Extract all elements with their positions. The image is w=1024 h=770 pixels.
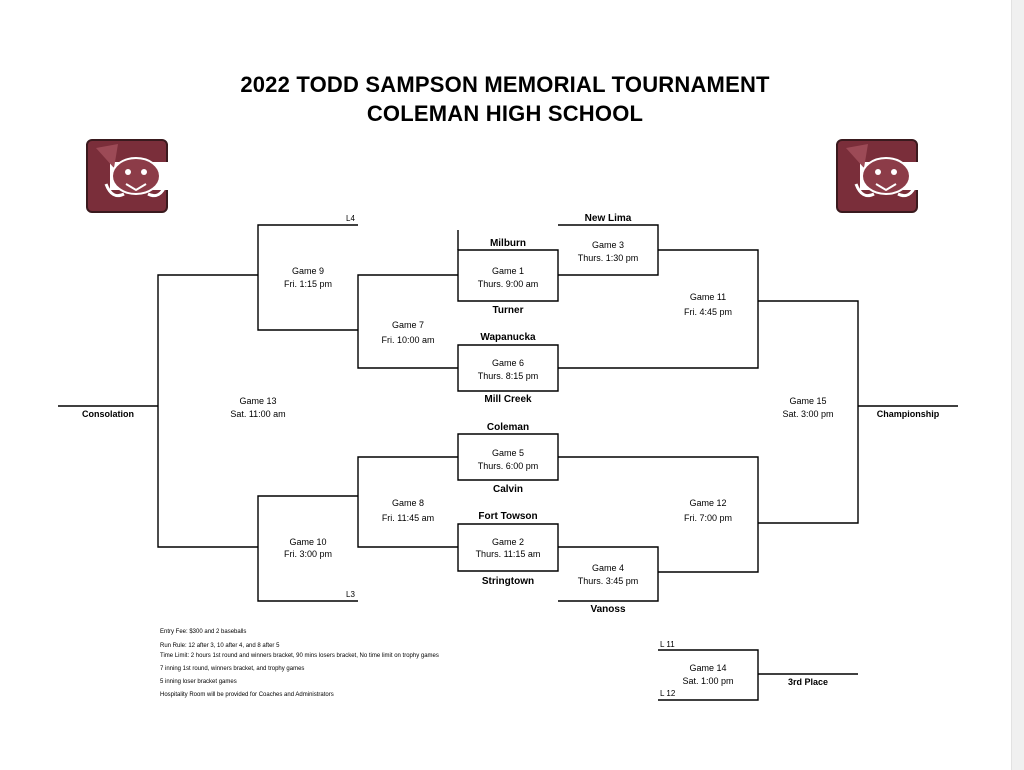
game-1-bracket <box>457 249 559 302</box>
coleman-cougar-logo-icon <box>836 139 920 213</box>
slot-l12: L 12 <box>660 689 676 698</box>
game-9-name: Game 9 <box>291 266 324 276</box>
game-7-name: Game 7 <box>391 320 424 330</box>
game-15-name: Game 15 <box>789 396 827 406</box>
game-13-time: Sat. 11:00 am <box>230 409 286 419</box>
game-10-time: Fri. 3:00 pm <box>283 549 332 559</box>
slot-l4: L4 <box>346 214 355 223</box>
game-3-time: Thurs. 1:30 pm <box>577 253 639 263</box>
game-5-name: Game 5 <box>491 448 524 458</box>
game-12-name: Game 12 <box>689 498 727 508</box>
game-3-name: Game 3 <box>591 240 624 250</box>
game-15-bracket <box>758 300 859 524</box>
team-mill-creek: Mill Creek <box>484 394 532 405</box>
team-calvin: Calvin <box>492 484 523 495</box>
game-2-time: Thurs. 11:15 am <box>475 549 541 559</box>
game-8-bracket <box>357 456 458 548</box>
page-subtitle: COLEMAN HIGH SCHOOL <box>366 101 644 126</box>
game-10-bracket <box>257 495 358 602</box>
team-vanoss: Vanoss <box>590 604 626 615</box>
game-4-bracket <box>558 546 659 602</box>
note-innings-7: 7 inning 1st round, winners bracket, and… <box>160 666 305 672</box>
game-2-name: Game 2 <box>491 537 524 547</box>
game-1-time: Thurs. 9:00 am <box>477 279 539 289</box>
team-wapanucka: Wapanucka <box>480 332 536 343</box>
team-new-lima: New Lima <box>584 213 632 224</box>
third-place-label: 3rd Place <box>787 677 829 687</box>
game-3-bracket <box>558 224 659 276</box>
game-5-time: Thurs. 6:00 pm <box>477 461 539 471</box>
game-11-name: Game 11 <box>689 292 727 302</box>
game-8-name: Game 8 <box>391 498 424 508</box>
note-run-rule: Run Rule: 12 after 3, 10 after 4, and 8 … <box>160 643 280 649</box>
team-fort-towson: Fort Towson <box>478 511 538 522</box>
game-6-bracket <box>457 344 559 392</box>
team-stringtown: Stringtown <box>481 576 535 587</box>
championship-label: Championship <box>876 409 940 419</box>
game-10-name: Game 10 <box>289 537 327 547</box>
game-9-bracket <box>257 224 358 331</box>
game-7-bracket <box>357 274 458 369</box>
game-11-bracket <box>558 249 759 369</box>
consolation-label: Consolation <box>82 409 134 419</box>
game-15-time: Sat. 3:00 pm <box>782 409 834 419</box>
game-13-name: Game 13 <box>239 396 277 406</box>
game-12-time: Fri. 7:00 pm <box>683 513 732 523</box>
note-hospitality: Hospitality Room will be provided for Co… <box>160 692 334 698</box>
coleman-cougar-logo-icon <box>86 139 170 213</box>
game-7-time: Fri. 10:00 am <box>381 335 435 345</box>
team-milburn: Milburn <box>489 238 527 249</box>
game-6-time: Thurs. 8:15 pm <box>477 371 539 381</box>
game-14-time: Sat. 1:00 pm <box>682 676 734 686</box>
game-8-time: Fri. 11:45 am <box>381 513 435 523</box>
game-4-name: Game 4 <box>591 563 624 573</box>
game-13-bracket <box>157 274 258 548</box>
game-6-name: Game 6 <box>491 358 524 368</box>
game-12-bracket <box>558 456 759 573</box>
game-14-bracket <box>658 649 759 701</box>
note-time-limit: Time Limit: 2 hours 1st round and winner… <box>160 653 439 659</box>
game-2-bracket <box>457 523 559 572</box>
slot-l11: L 11 <box>660 640 675 649</box>
note-entry-fee: Entry Fee: $300 and 2 baseballs <box>160 629 247 635</box>
game-5-bracket <box>457 433 559 481</box>
team-coleman: Coleman <box>486 422 530 433</box>
game-11-time: Fri. 4:45 pm <box>683 307 732 317</box>
game-9-time: Fri. 1:15 pm <box>283 279 332 289</box>
page-edge <box>1011 0 1024 770</box>
note-innings-5: 5 inning loser bracket games <box>160 679 237 685</box>
team-turner: Turner <box>492 305 524 316</box>
page-title: 2022 TODD SAMPSON MEMORIAL TOURNAMENT <box>240 72 770 97</box>
slot-l3: L3 <box>346 590 355 599</box>
game-4-time: Thurs. 3:45 pm <box>577 576 639 586</box>
game-1-name: Game 1 <box>491 266 524 276</box>
game-14-name: Game 14 <box>689 663 727 673</box>
